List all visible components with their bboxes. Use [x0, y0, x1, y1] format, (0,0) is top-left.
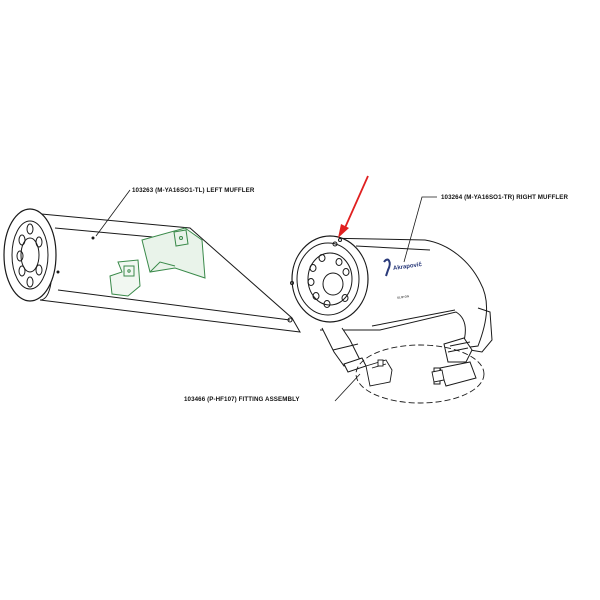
- red-arrow: [338, 175, 369, 238]
- fitting-assembly-label: 103466 (P-HF107) FITTING ASSEMBLY: [184, 396, 300, 403]
- leader-lines: [95, 189, 437, 402]
- left-muffler-label: 103263 (M-YA16SO1-TL) LEFT MUFFLER: [132, 187, 255, 194]
- fitting-assembly: [355, 344, 485, 404]
- right-muffler: [290, 235, 493, 387]
- fitting-pipe: [321, 327, 367, 373]
- left-muffler-bracket: [109, 227, 206, 297]
- right-muffler-label: 103264 (M-YA16SO1-TR) RIGHT MUFFLER: [441, 194, 569, 201]
- left-muffler: [3, 208, 301, 333]
